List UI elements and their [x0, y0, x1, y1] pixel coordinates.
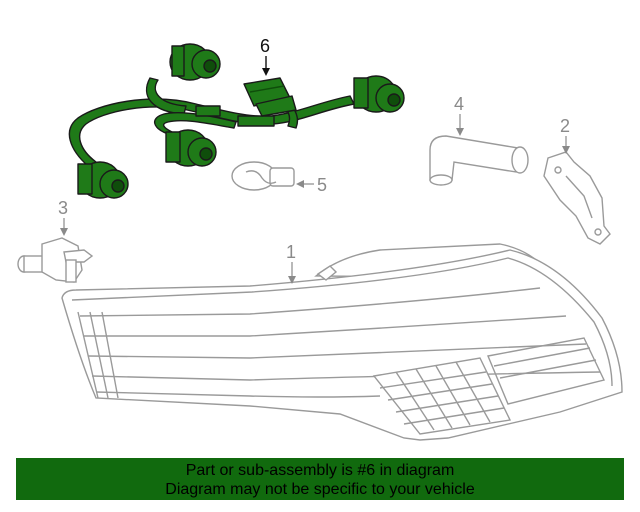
- banner-line-2: Diagram may not be specific to your vehi…: [165, 481, 475, 498]
- callout-2: 2: [560, 116, 570, 136]
- leader-arrow-6: [262, 68, 270, 76]
- harness-main-connector: [243, 77, 297, 117]
- harness-socket: [77, 161, 129, 199]
- harness-socket: [169, 43, 221, 81]
- info-banner: Part or sub-assembly is #6 in diagram Di…: [16, 458, 624, 500]
- bulb[interactable]: [231, 161, 295, 191]
- leader-arrow-1: [288, 276, 296, 284]
- callout-3: 3: [58, 198, 68, 218]
- banner-line-1: Part or sub-assembly is #6 in diagram: [185, 462, 455, 479]
- harness-clip: [237, 115, 275, 127]
- callout-5: 5: [317, 175, 327, 195]
- leader-arrow-2: [562, 146, 570, 154]
- callout-1: 1: [286, 242, 296, 262]
- harness-branch-mid: [154, 112, 237, 135]
- callout-4: 4: [454, 94, 464, 114]
- connector-tube[interactable]: [429, 135, 529, 186]
- mounting-bracket[interactable]: [543, 151, 611, 245]
- harness-socket: [165, 129, 217, 167]
- wiring-harness[interactable]: [68, 43, 405, 199]
- harness-branch-left: [145, 77, 187, 115]
- callout-6: 6: [260, 36, 270, 56]
- tail-lamp-assembly[interactable]: [61, 243, 623, 441]
- bulb-socket[interactable]: [17, 237, 94, 283]
- harness-clip: [195, 105, 221, 117]
- leader-arrow-5: [296, 180, 304, 188]
- harness-socket: [353, 75, 405, 113]
- leader-arrow-4: [456, 128, 464, 136]
- leader-arrow-3: [60, 228, 68, 236]
